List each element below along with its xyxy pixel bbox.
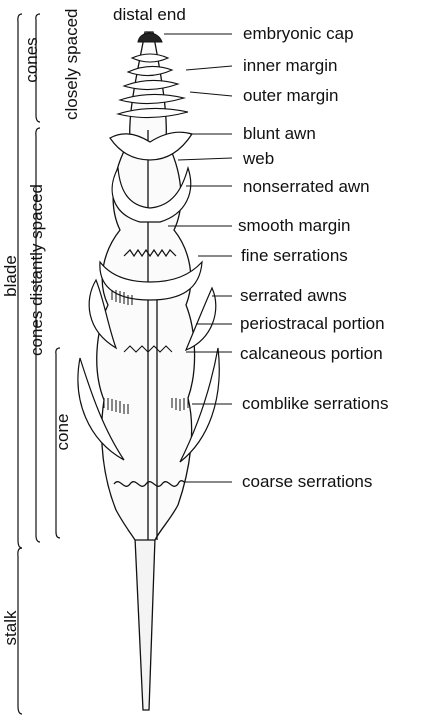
embryonic-cap <box>138 33 162 42</box>
label-blunt-awn: blunt awn <box>243 124 316 144</box>
label-stalk: stalk <box>1 598 21 658</box>
label-inner-margin: inner margin <box>243 56 338 76</box>
label-embryonic-cap: embryonic cap <box>243 24 354 44</box>
label-calcaneous-portion: calcaneous portion <box>240 344 383 364</box>
label-blade: blade <box>1 246 21 306</box>
label-web: web <box>243 149 274 169</box>
label-closely-spaced: closely spaced <box>62 10 82 120</box>
stalk <box>135 538 155 710</box>
label-periostracal-portion: periostracal portion <box>240 314 385 334</box>
label-coarse-serrations: coarse serrations <box>242 472 372 492</box>
label-cones: cones <box>22 30 42 90</box>
label-comblike-serrations: comblike serrations <box>242 394 388 414</box>
label-smooth-margin: smooth margin <box>238 216 350 236</box>
label-fine-serrations: fine serrations <box>241 246 348 266</box>
label-cone: cone <box>53 402 73 462</box>
label-outer-margin: outer margin <box>243 86 338 106</box>
label-distal-end: distal end <box>113 5 186 25</box>
label-serrated-awns: serrated awns <box>240 286 347 306</box>
label-cones-distantly-spaced: cones distantly spaced <box>27 175 47 365</box>
label-nonserrated-awn: nonserrated awn <box>243 177 370 197</box>
